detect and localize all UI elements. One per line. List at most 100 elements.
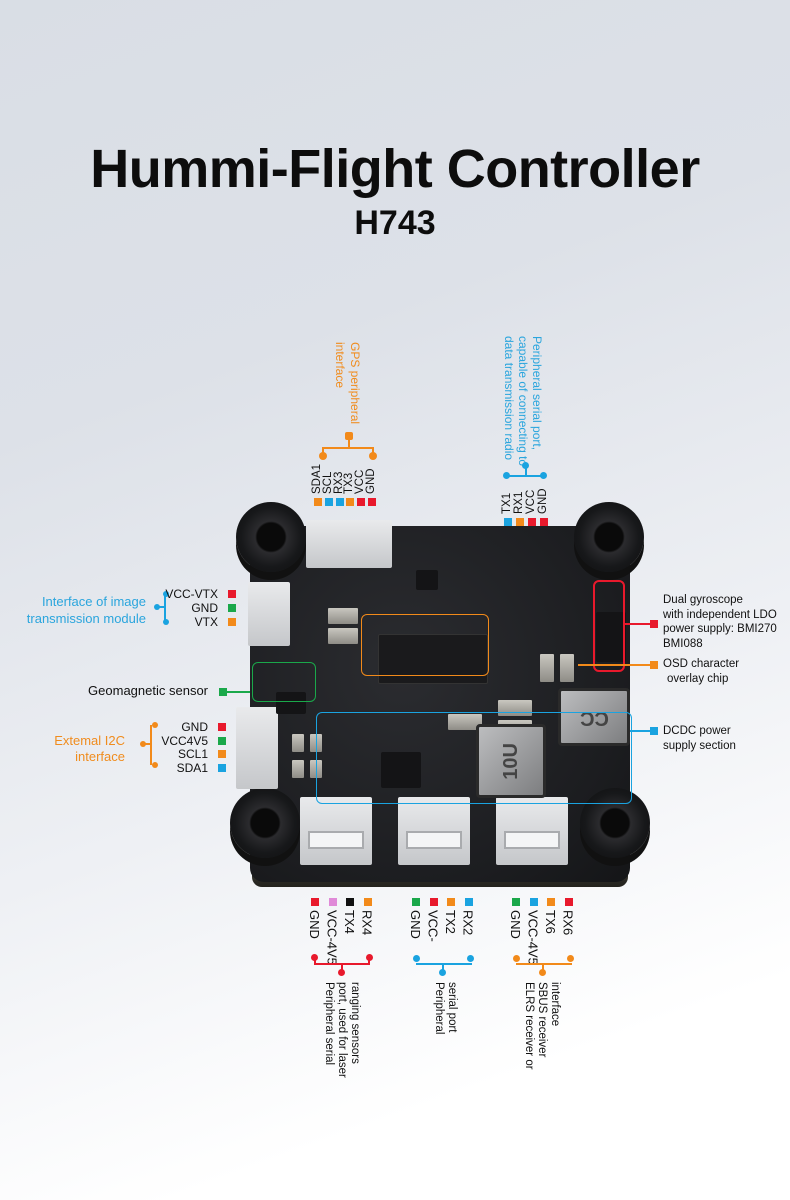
osd-highlight (361, 614, 489, 676)
uart6-bracket-dot (513, 955, 520, 962)
gyro-leader (623, 623, 655, 625)
vtx-pin-label: VTX (194, 615, 218, 629)
vtx-bracket-stem (159, 606, 165, 608)
uart2-pin-label: GND (408, 910, 423, 939)
vtx-title-line: Interface of image (41, 594, 146, 609)
dcdc-highlight (316, 712, 632, 804)
vtx-bracket-dot (163, 619, 169, 625)
uart1-pin-label: VCC (525, 489, 537, 514)
uart4-bracket-node (338, 969, 345, 976)
dcdc-marker (650, 727, 658, 735)
uart6-pin-color-marker (529, 898, 538, 906)
i2c-bracket-bar (150, 725, 152, 765)
model-subtitle: H743 (354, 204, 436, 242)
geomagnetic-label: Geomagnetic sensor (88, 683, 208, 698)
uart6-pin-label: TX6 (543, 910, 558, 934)
uart4-connector (300, 797, 372, 865)
capacitor (540, 654, 554, 682)
page-title: Hummi-Flight Controller (90, 139, 700, 199)
uart4-desc-line: ranging sensors (349, 982, 361, 1064)
uart4-desc-line: port, used for laser (336, 982, 348, 1078)
capacitor (328, 628, 358, 644)
gps-title: GPS peripheral interface (332, 342, 362, 424)
uart4-desc: ranging sensors port, used for laser Per… (322, 982, 361, 1078)
gps-title-line: GPS peripheral (348, 342, 362, 425)
uart6-desc-line: SBUS receiver (536, 982, 548, 1058)
gps-bracket-leg (322, 447, 324, 455)
uart4-desc-line: Peripheral serial (323, 982, 335, 1066)
i2c-pin-color-marker (218, 736, 226, 745)
inductor-10u: 10U (476, 724, 546, 798)
gps-pin-color-marker (314, 498, 322, 506)
capacitor (448, 714, 482, 730)
uart1-bracket-stem (525, 468, 527, 476)
dcdc-leader (630, 730, 652, 732)
osd-label-line: OSD character (663, 658, 740, 670)
uart6-bracket-dot (567, 955, 574, 962)
geomagnetic-highlight (252, 662, 316, 702)
uart2-desc-line: Peripheral (433, 982, 445, 1035)
uart6-connector (496, 797, 568, 865)
gps-connector (306, 520, 392, 568)
gps-pin-color-marker (346, 498, 355, 506)
uart1-title-line: Peripheral serial port, (530, 336, 544, 451)
uart4-bracket-leg (368, 959, 370, 964)
dcdc-label-line: DCDC power (663, 725, 731, 737)
gyro-label: Dual gyroscope with independent LDO powe… (663, 593, 777, 651)
flight-controller-board: 10U CC (230, 502, 650, 887)
gps-title-line: interface (333, 342, 347, 389)
uart2-pin-color-marker (429, 898, 438, 906)
uart4-bracket-stem (341, 963, 343, 973)
capacitor (292, 760, 304, 778)
uart4-bracket-dot (366, 954, 373, 961)
standoff-top-left (236, 502, 306, 572)
gps-bracket-node (345, 432, 353, 440)
uart2-pin-color-marker (447, 898, 455, 906)
vtx-bracket-bar (164, 594, 166, 622)
gps-pin-label: GND (365, 468, 377, 494)
uart2-pin-color-marker (412, 898, 420, 906)
vtx-pin-color-marker (228, 618, 236, 626)
uart4-bracket-dot (311, 954, 318, 961)
vtx-bracket-node (154, 604, 160, 610)
uart6-pin-label: GND (508, 910, 523, 939)
uart1-bracket-node (522, 462, 529, 469)
uart6-bracket-node (539, 969, 546, 976)
gyro-label-line: with independent LDO (663, 608, 777, 621)
uart4-pin-color-marker (346, 898, 354, 906)
gps-pin-color-marker (357, 498, 366, 506)
standoff-top-right (574, 502, 644, 572)
uart6-desc-line: interface (549, 982, 561, 1027)
uart1-title-line: capable of connecting to (516, 336, 530, 467)
uart2-bracket-node (439, 969, 446, 976)
uart4-pin-label: TX4 (342, 910, 357, 934)
uart1-pin-color-marker (504, 518, 512, 526)
gps-bracket-dot (319, 452, 327, 460)
vtx-title-line: transmission module (26, 611, 146, 626)
uart1-title: Peripheral serial port, capable of conne… (502, 336, 544, 466)
gyro-label-line: Dual gyroscope (663, 594, 743, 606)
vtx-pin-color-marker (228, 590, 236, 598)
uart1-bracket-dot (540, 472, 547, 479)
vtx-connector (248, 582, 290, 646)
dcdc-label-line: supply section (663, 739, 736, 752)
uart1-pin-label: RX1 (513, 491, 525, 514)
gps-pin-color-marker (335, 498, 344, 506)
uart4-pin-color-marker (328, 898, 337, 906)
uart4-pin-label: VCC-4V5 (324, 910, 340, 965)
gyro-marker (650, 620, 658, 628)
uart6-desc-line: ELRS receiver or (523, 982, 535, 1070)
vtx-pin-color-marker (228, 604, 236, 612)
uart1-pin-label: GND (537, 488, 549, 514)
i2c-pin-label: SDA1 (176, 760, 208, 775)
small-chip (416, 570, 438, 590)
gyro-chips (596, 612, 626, 662)
uart4-bracket-leg (314, 959, 316, 964)
osd-label-line: overlay chip (667, 672, 729, 685)
uart1-pin-color-marker (540, 518, 548, 526)
osd-label: OSD character overlay chip (663, 657, 739, 686)
uart6-bracket-bar (516, 963, 572, 965)
uart6-desc: interface SBUS receiver ELRS receiver or (522, 982, 561, 1070)
uart2-desc: serial port Peripheral (432, 982, 458, 1034)
uart1-pin-label: TX1 (501, 492, 513, 514)
